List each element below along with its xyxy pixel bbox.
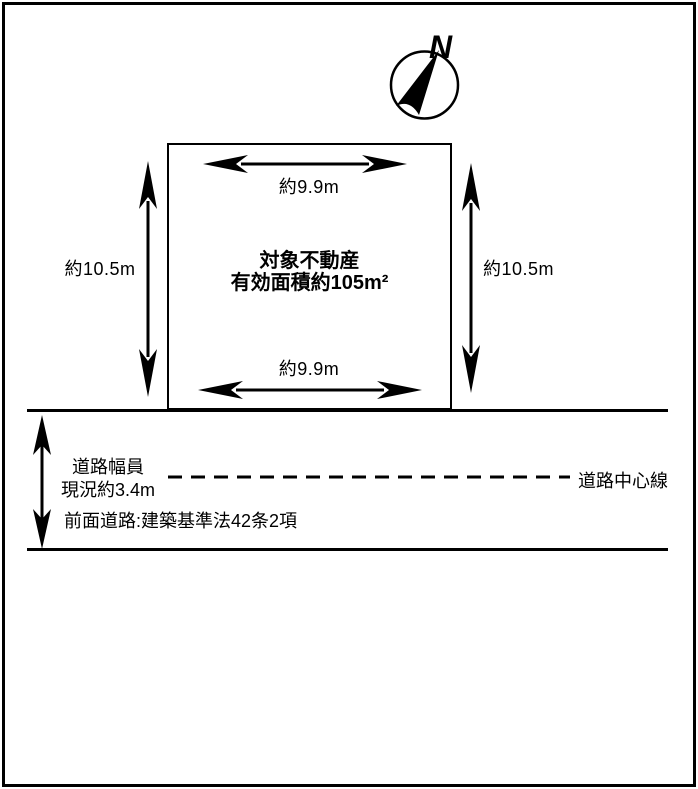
road-centerline-dashed-line — [168, 475, 570, 479]
top-width-label: 約9.9m — [278, 177, 340, 197]
arrowhead-right-icon — [362, 155, 407, 173]
compass-needle-icon — [396, 50, 439, 115]
parcel-name: 対象不動産 — [259, 250, 360, 272]
dim-arrow-top-width — [203, 155, 407, 173]
dim-arrow-left-depth — [139, 161, 157, 397]
arrowhead-up-icon — [139, 161, 157, 209]
arrowhead-down-icon — [139, 349, 157, 397]
arrowhead-left-icon — [198, 381, 243, 399]
compass-north-label: N — [429, 29, 453, 65]
road-edge-bottom-line — [27, 548, 668, 551]
front-road-label: 前面道路:建築基準法42条2項 — [64, 511, 298, 531]
parcel-outline — [167, 143, 452, 410]
dim-arrow-right-depth — [462, 163, 480, 393]
right-depth-label: 約10.5m — [483, 259, 555, 279]
arrowhead-down-icon — [462, 345, 480, 393]
arrowhead-up-icon — [33, 415, 51, 455]
arrowhead-up-icon — [462, 163, 480, 211]
parcel-area: 有効面積約105m² — [230, 272, 389, 294]
compass-circle — [389, 50, 460, 120]
road-width-label-line1: 道路幅員 — [72, 457, 144, 477]
left-depth-label: 約10.5m — [64, 259, 136, 279]
road-centerline-label: 道路中心線 — [578, 471, 668, 491]
compass-north-icon: N — [389, 29, 460, 120]
dim-arrow-road-width — [33, 415, 51, 549]
road-width-label-line2: 現況約3.4m — [60, 480, 156, 500]
arrowhead-left-icon — [203, 155, 248, 173]
arrowhead-down-icon — [33, 509, 51, 549]
dim-arrow-bottom-width — [198, 381, 422, 399]
arrowhead-right-icon — [377, 381, 422, 399]
road-edge-top-line — [27, 409, 668, 412]
road-width-label: 道路幅員 現況約3.4m — [33, 456, 183, 502]
bottom-width-label: 約9.9m — [278, 359, 340, 379]
parcel-title: 対象不動産 有効面積約105m² — [167, 250, 452, 294]
